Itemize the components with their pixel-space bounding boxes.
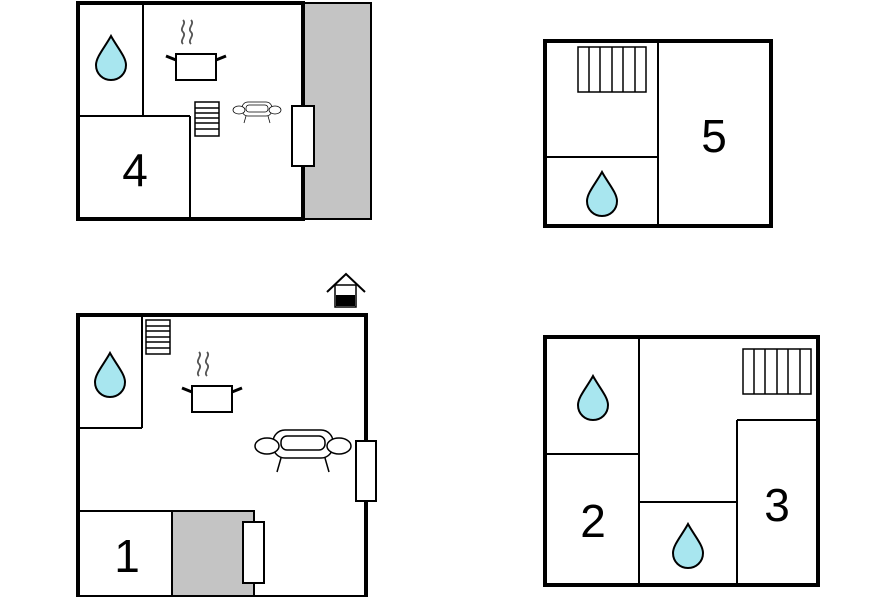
water-drop-icon (577, 375, 609, 421)
room-number-4: 4 (122, 144, 148, 196)
door (355, 440, 377, 502)
terrace (303, 2, 372, 220)
water-drop-icon (95, 35, 127, 81)
floor-top-right: 5 (543, 39, 773, 228)
cooking-pot-icon (180, 350, 244, 414)
water-drop-icon (94, 352, 126, 398)
water-drop-icon (672, 523, 704, 569)
terrace (171, 510, 255, 597)
room-number-5: 5 (701, 110, 727, 162)
cooking-pot-icon (164, 18, 228, 82)
floor-bottom-left: 1 (76, 313, 377, 597)
water-drop-icon (586, 171, 618, 217)
room-number-2: 2 (580, 495, 606, 547)
sofa-icon (254, 429, 352, 473)
door (291, 105, 315, 167)
floor-bottom-right: 2 3 (543, 335, 820, 587)
stairs-icon (742, 348, 812, 395)
stairs-icon (194, 101, 220, 137)
room-number-1: 1 (114, 530, 140, 582)
floor-top-left: 4 (76, 1, 372, 221)
room-number-3: 3 (764, 479, 790, 531)
door (242, 521, 265, 584)
stairs-icon (145, 319, 171, 355)
sofa-icon (232, 101, 282, 124)
stairs-icon (577, 46, 647, 93)
floor-outline (543, 335, 820, 587)
house-entrance-icon (326, 272, 366, 308)
